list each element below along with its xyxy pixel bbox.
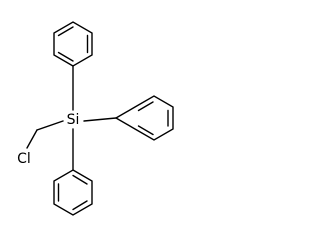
- bond-si-ch2: [36, 120, 64, 131]
- double-bond: [57, 26, 74, 37]
- phenyl-ring-bottom: [53, 169, 93, 216]
- silicon-label: Si: [67, 112, 80, 128]
- molecule-structure: Si Cl: [17, 21, 174, 216]
- double-bond: [72, 174, 88, 185]
- double-bond: [57, 51, 74, 62]
- phenyl-ring-top: [53, 21, 93, 67]
- bond-si-right-ring: [83, 117, 117, 122]
- double-bond: [137, 101, 154, 112]
- double-bond: [72, 200, 88, 211]
- ring-outline: [53, 169, 93, 216]
- double-bond: [137, 125, 154, 136]
- ring-outline: [53, 21, 93, 67]
- bond-ch2-cl: [26, 129, 38, 149]
- phenyl-ring-right: [114, 95, 174, 141]
- chlorine-label: Cl: [17, 151, 31, 167]
- ring-outline: [114, 95, 174, 141]
